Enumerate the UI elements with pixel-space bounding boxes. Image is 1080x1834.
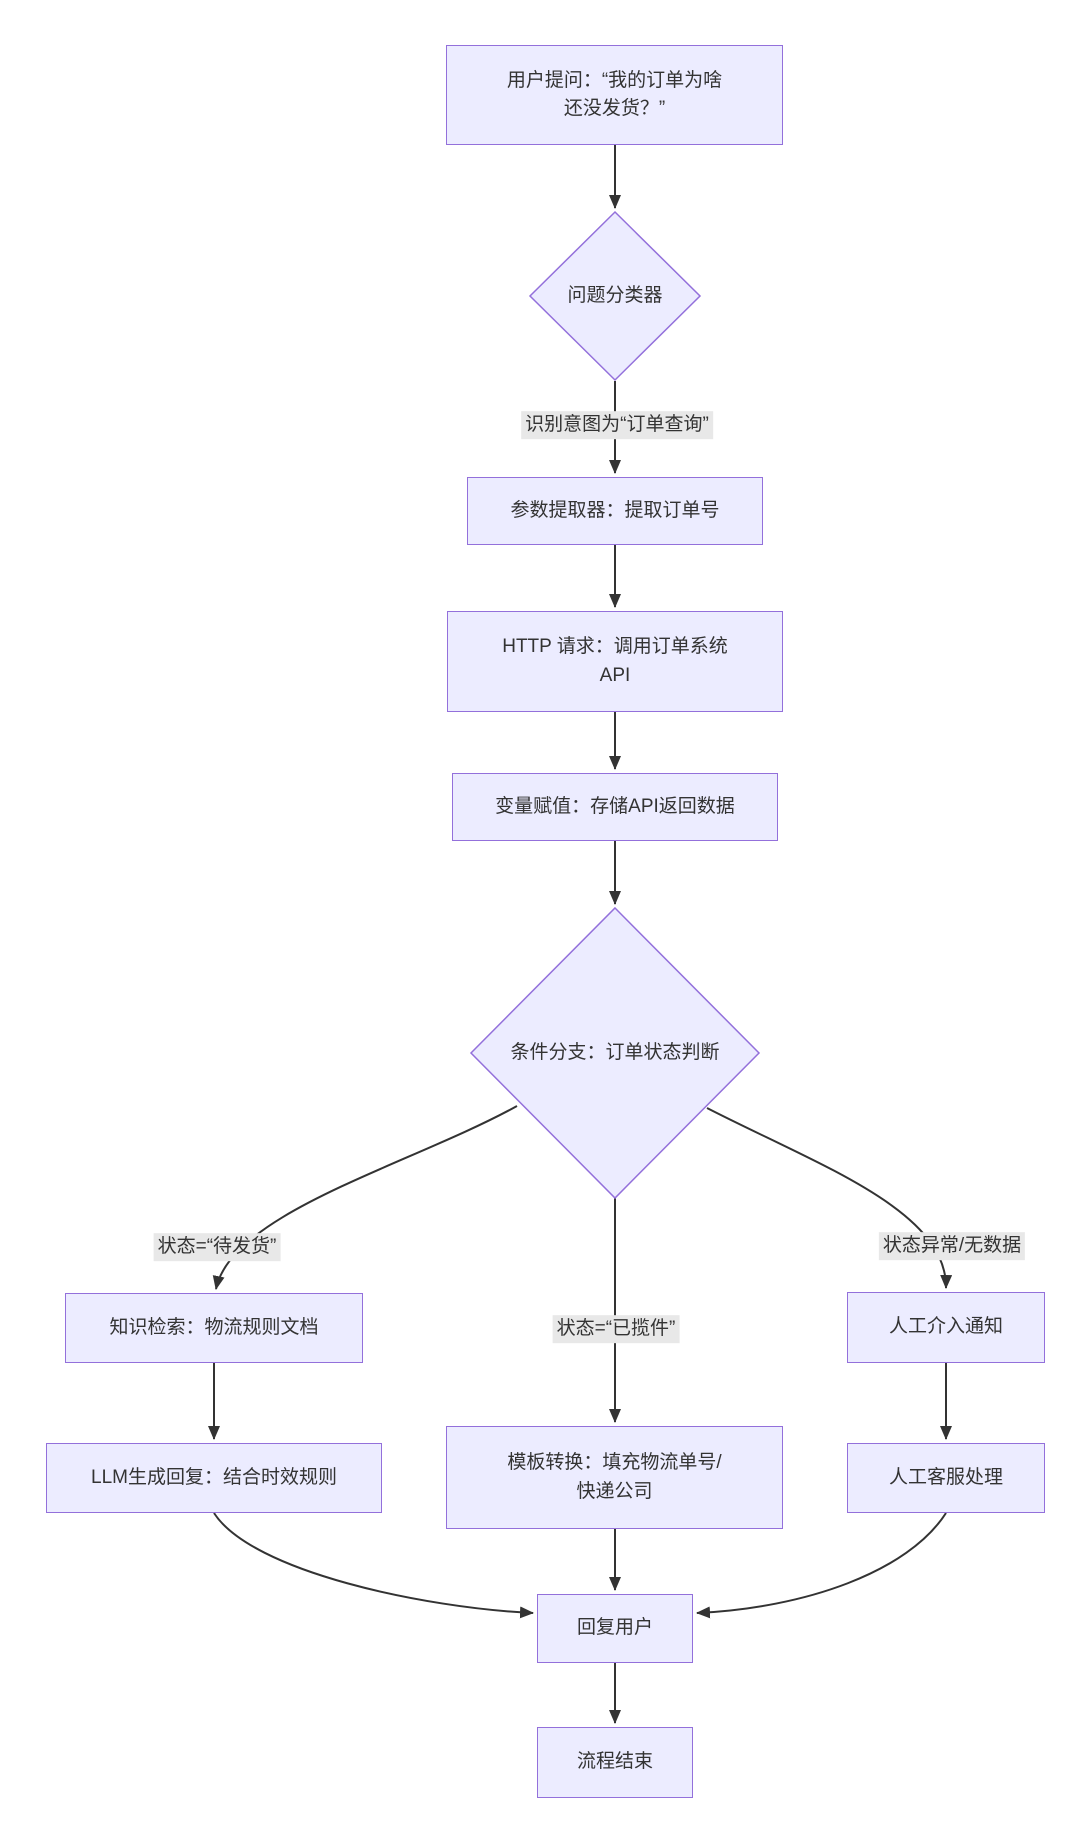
node-var-assign: 变量赋值：存储API返回数据 <box>452 773 778 841</box>
edge-llm-to-reply-user <box>213 1512 534 1619</box>
edge-manual-service-to-reply-user <box>696 1512 947 1619</box>
node-llm-reply: LLM生成回复：结合时效规则 <box>46 1443 382 1513</box>
node-reply-user: 回复用户 <box>537 1594 693 1663</box>
node-param-extractor: 参数提取器：提取订单号 <box>467 477 763 545</box>
node-manual-notice: 人工介入通知 <box>847 1292 1045 1363</box>
node-knowledge-retrieval: 知识检索：物流规则文档 <box>65 1293 363 1363</box>
edge-condition-to-knowledge <box>212 1105 518 1290</box>
node-flow-end: 流程结束 <box>537 1727 693 1798</box>
node-classifier-label: 问题分类器 <box>567 284 663 306</box>
edge-label-intent: 识别意图为“订单查询” <box>521 411 713 439</box>
edge-label-status-pending: 状态=“待发货” <box>153 1233 281 1261</box>
node-manual-service: 人工客服处理 <box>847 1443 1045 1513</box>
edge-condition-to-manual-notice <box>706 1107 953 1289</box>
condition-diamond-shape <box>469 906 761 1200</box>
node-user-question: 用户提问：“我的订单为啥 还没发货？” <box>446 45 783 145</box>
classifier-diamond-shape <box>528 210 702 382</box>
edge-label-status-picked: 状态=“已揽件” <box>552 1315 680 1343</box>
node-template-transform: 模板转换：填充物流单号/ 快递公司 <box>446 1426 783 1529</box>
edge-label-status-abnormal: 状态异常/无数据 <box>878 1232 1026 1260</box>
node-http-request: HTTP 请求：调用订单系统 API <box>447 611 783 712</box>
node-condition-label: 条件分支：订单状态判断 <box>510 1041 720 1063</box>
